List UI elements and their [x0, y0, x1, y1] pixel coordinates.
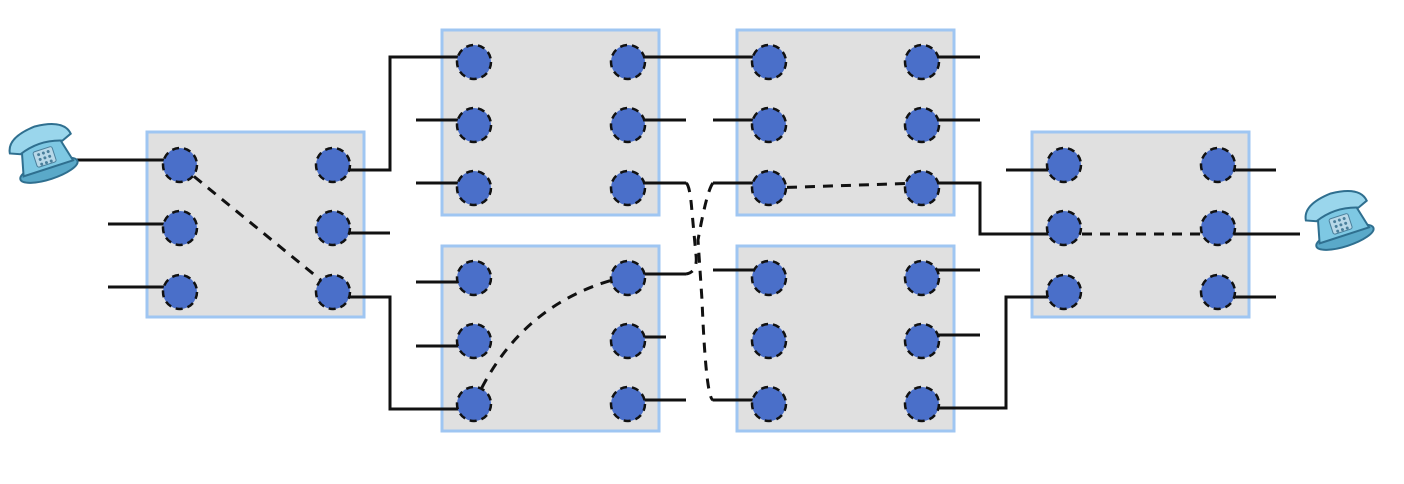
internal-connection	[472, 274, 629, 405]
link-wire	[333, 295, 474, 411]
port	[750, 259, 788, 297]
port	[903, 385, 941, 423]
port	[903, 322, 941, 360]
port	[903, 43, 941, 81]
port	[750, 106, 788, 144]
port	[903, 259, 941, 297]
port	[314, 209, 352, 247]
port	[750, 385, 788, 423]
port	[750, 169, 788, 207]
port	[609, 169, 647, 207]
port	[1045, 209, 1083, 247]
link-wire	[922, 295, 1064, 410]
circuit-path	[179, 163, 1218, 405]
port	[903, 169, 941, 207]
port	[161, 146, 199, 184]
port	[1199, 209, 1237, 247]
port	[314, 146, 352, 184]
crossing-dashed-wire	[696, 182, 715, 402]
port	[161, 209, 199, 247]
port	[609, 322, 647, 360]
port	[1045, 273, 1083, 311]
ports	[161, 43, 1237, 423]
internal-connection	[768, 181, 923, 190]
port	[161, 273, 199, 311]
link-wire	[922, 181, 1064, 236]
port	[903, 106, 941, 144]
port	[314, 273, 352, 311]
port	[609, 385, 647, 423]
port	[1199, 273, 1237, 311]
crossing-dashed-wire	[684, 181, 698, 276]
port	[1199, 146, 1237, 184]
port	[1045, 146, 1083, 184]
port	[455, 43, 493, 81]
port	[455, 169, 493, 207]
port	[609, 106, 647, 144]
internal-connection	[179, 163, 334, 292]
port	[750, 322, 788, 360]
port	[455, 106, 493, 144]
port	[750, 43, 788, 81]
link-wire	[333, 55, 474, 172]
port	[455, 259, 493, 297]
crossing-wires	[684, 181, 715, 402]
telephone-icon	[1299, 182, 1380, 257]
port	[609, 259, 647, 297]
port	[455, 385, 493, 423]
telephone-icon	[3, 115, 84, 190]
port	[609, 43, 647, 81]
port	[455, 322, 493, 360]
